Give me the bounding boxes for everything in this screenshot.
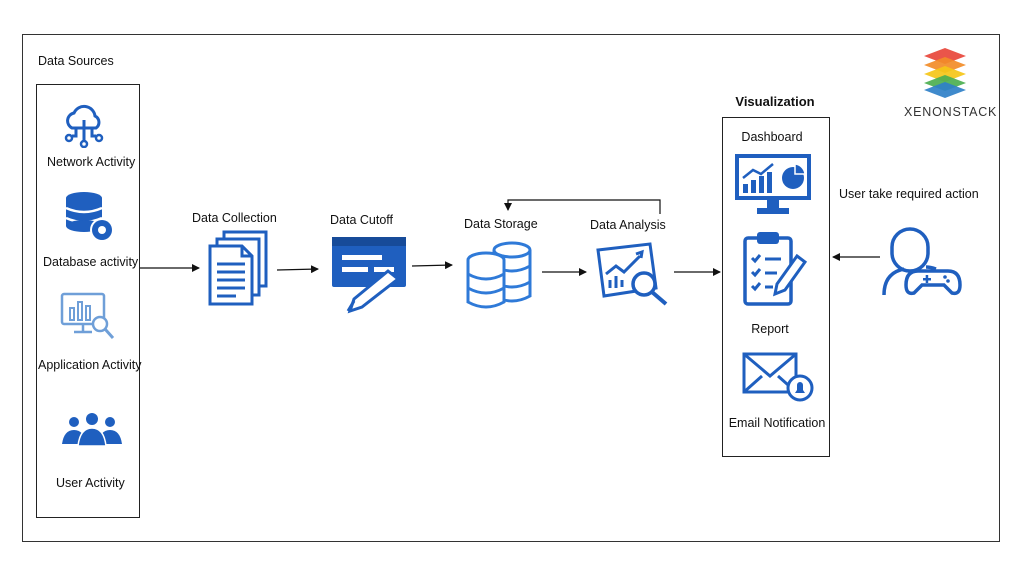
data-sources-title: Data Sources xyxy=(38,54,114,68)
database-gear-icon xyxy=(65,192,114,242)
clipboard-report-icon xyxy=(743,232,807,306)
database-storage-icon xyxy=(466,241,532,309)
source-label-network: Network Activity xyxy=(47,155,136,169)
visualization-title: Visualization xyxy=(735,94,815,109)
user-action-label: User take required action xyxy=(839,187,979,201)
arrow-analysis-feedback xyxy=(504,199,661,214)
data-storage-label: Data Storage xyxy=(464,217,538,231)
source-label-database: Database activity xyxy=(43,255,139,269)
arrow-cutoff-to-storage xyxy=(411,261,453,270)
monitor-chart-search-icon xyxy=(60,292,115,339)
source-label-user: User Activity xyxy=(56,476,125,490)
user-gamepad-icon xyxy=(882,227,962,296)
visualization-box xyxy=(722,117,830,457)
data-sources-box xyxy=(36,84,140,518)
email-notification-label: Email Notification xyxy=(728,416,826,430)
data-cutoff-label: Data Cutoff xyxy=(330,213,394,227)
diagram-frame xyxy=(22,34,1000,542)
source-label-application: Application Activity xyxy=(38,358,142,372)
analytics-search-icon xyxy=(596,242,668,306)
mail-notification-icon xyxy=(742,352,814,402)
arrow-collection-to-cutoff xyxy=(276,265,319,274)
dashboard-monitor-icon xyxy=(735,154,811,214)
form-pen-icon xyxy=(332,237,406,314)
data-collection-label: Data Collection xyxy=(192,211,277,225)
data-analysis-label: Data Analysis xyxy=(590,218,666,232)
brand-name: XENONSTACK xyxy=(904,105,998,119)
user-group-icon xyxy=(62,413,122,447)
report-label: Report xyxy=(751,322,789,336)
cloud-network-icon xyxy=(64,104,104,148)
documents-stack-icon xyxy=(208,230,268,306)
dashboard-label: Dashboard xyxy=(741,130,803,144)
xenonstack-logo-icon xyxy=(924,48,966,98)
